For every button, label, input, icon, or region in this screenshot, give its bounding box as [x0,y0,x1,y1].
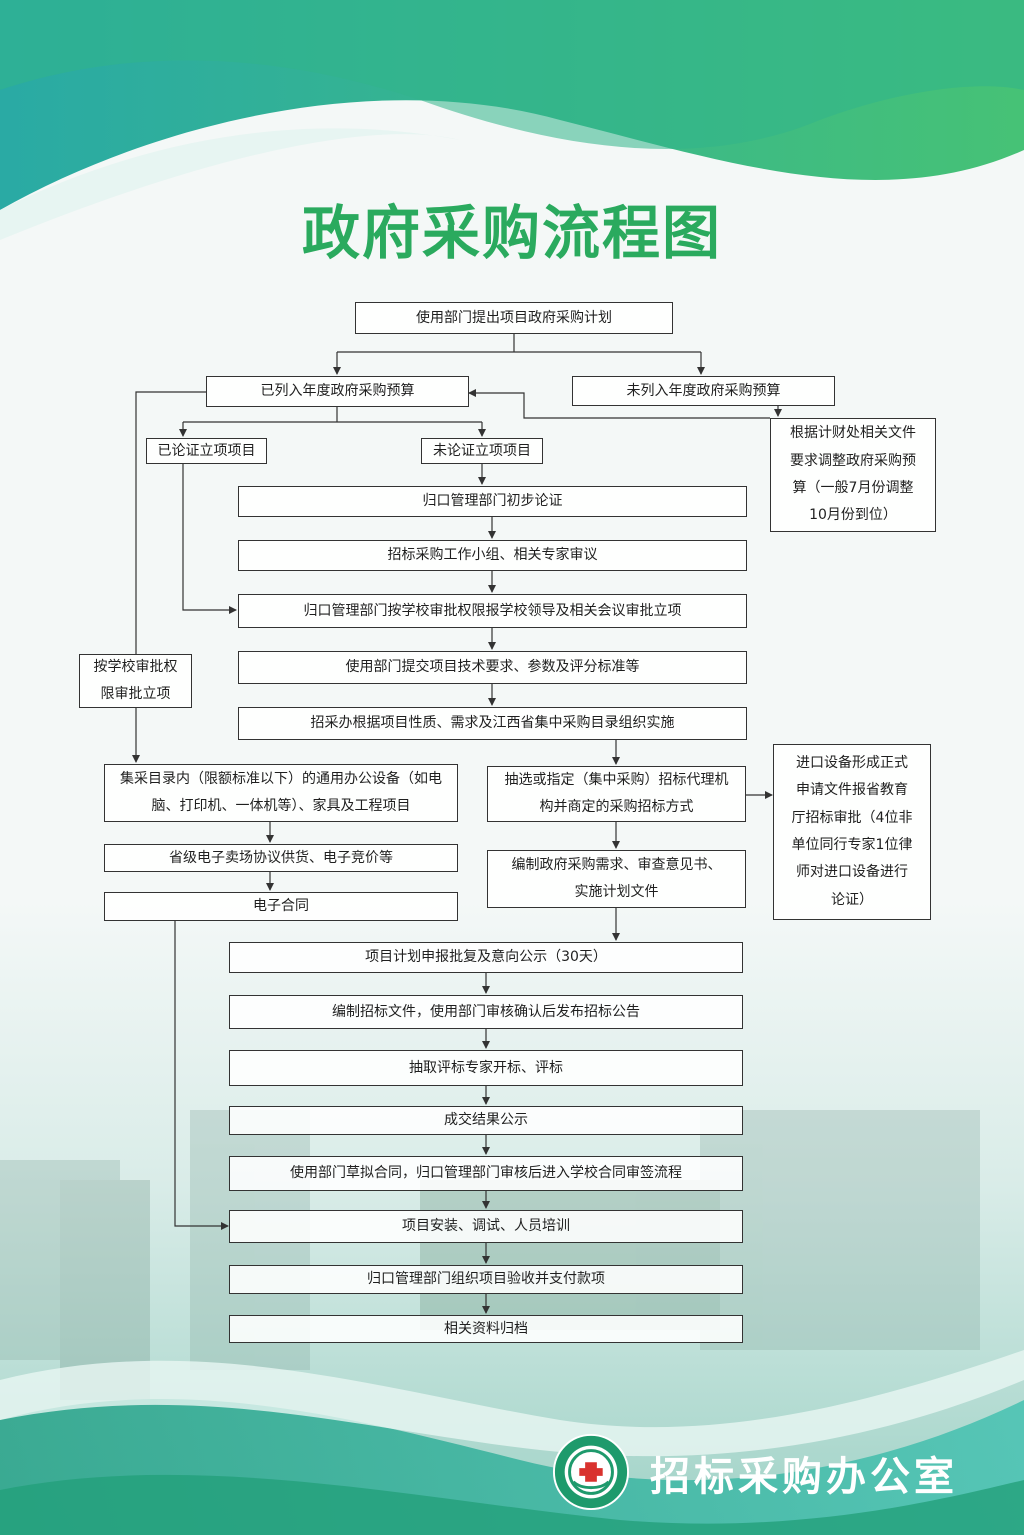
flow-node-1: 使用部门提出项目政府采购计划 [355,302,673,334]
flow-node-8: 招标采购工作小组、相关专家审议 [238,540,747,571]
office-name: 招标采购办公室 [650,1453,958,1500]
flow-node-26: 相关资料归档 [229,1315,743,1343]
flow-node-11: 使用部门提交项目技术要求、参数及评分标准等 [238,651,747,684]
flow-node-17: 电子合同 [104,892,458,921]
flow-node-2: 已列入年度政府采购预算 [206,376,469,407]
flow-node-14: 抽选或指定（集中采购）招标代理机构并商定的采购招标方式 [487,766,746,822]
flow-node-7: 归口管理部门初步论证 [238,486,747,517]
university-seal-icon [552,1433,630,1511]
flow-node-12: 招采办根据项目性质、需求及江西省集中采购目录组织实施 [238,707,747,740]
flow-node-23: 使用部门草拟合同，归口管理部门审核后进入学校合同审签流程 [229,1156,743,1191]
flow-node-5: 已论证立项项目 [146,438,267,464]
flow-node-9: 归口管理部门按学校审批权限报学校领导及相关会议审批立项 [238,594,747,628]
flow-node-15: 进口设备形成正式申请文件报省教育厅招标审批（4位非单位同行专家1位律师对进口设备… [773,744,931,920]
flow-node-19: 项目计划申报批复及意向公示（30天） [229,942,743,973]
flow-node-3: 未列入年度政府采购预算 [572,376,835,406]
flow-node-6: 未论证立项项目 [421,438,543,464]
flow-node-4: 根据计财处相关文件要求调整政府采购预算（一般7月份调整10月份到位） [770,418,936,532]
flow-node-21: 抽取评标专家开标、评标 [229,1050,743,1086]
page-title: 政府采购流程图 [301,199,722,267]
flow-node-20: 编制招标文件，使用部门审核确认后发布招标公告 [229,995,743,1029]
flow-node-18: 编制政府采购需求、审查意见书、实施计划文件 [487,850,746,908]
flow-node-25: 归口管理部门组织项目验收并支付款项 [229,1265,743,1294]
flow-node-16: 省级电子卖场协议供货、电子竞价等 [104,844,458,872]
flow-node-24: 项目安装、调试、人员培训 [229,1210,743,1243]
flow-node-13: 集采目录内（限额标准以下）的通用办公设备（如电脑、打印机、一体机等）、家具及工程… [104,764,458,822]
flow-node-22: 成交结果公示 [229,1106,743,1135]
flow-node-10: 按学校审批权限审批立项 [79,654,192,708]
